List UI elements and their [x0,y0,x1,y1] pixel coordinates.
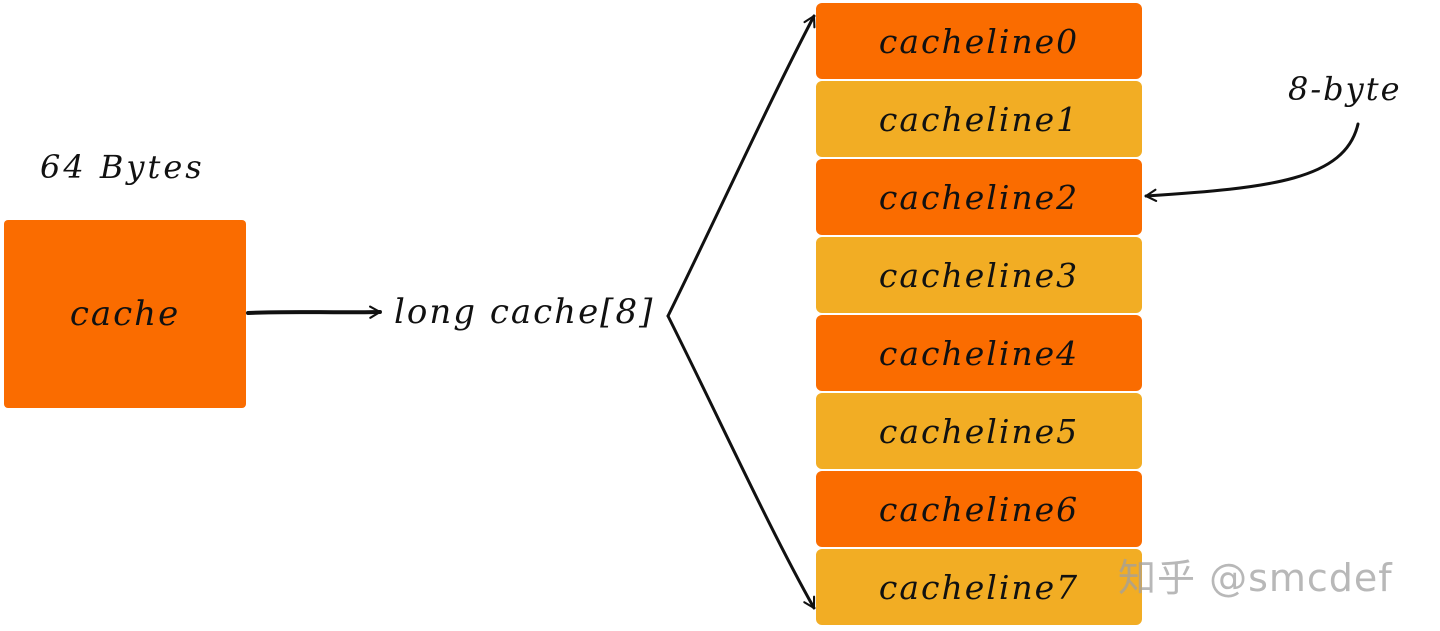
array-to-first-line-arrow [666,14,816,318]
cacheline-label: cacheline4 [878,333,1080,373]
cache-block: cache [4,220,246,408]
array-declaration-label: long cache[8] [394,292,655,332]
cache-to-array-arrow [246,305,382,319]
cacheline-row: cacheline5 [816,393,1142,469]
cacheline-row: cacheline6 [816,471,1142,547]
cacheline-label: cacheline3 [878,255,1080,295]
cacheline-label: cacheline6 [878,489,1080,529]
cacheline-row: cacheline1 [816,81,1142,157]
cacheline-label: cacheline5 [878,411,1080,451]
cacheline-row: cacheline3 [816,237,1142,313]
size-label: 64 Bytes [40,148,205,186]
array-to-last-line-arrow [666,314,816,610]
cacheline-label: cacheline1 [878,99,1080,139]
cacheline-row: cacheline0 [816,3,1142,79]
annotation-arrow [1144,122,1360,203]
cacheline-row: cacheline2 [816,159,1142,235]
cacheline-label: cacheline2 [878,177,1080,217]
cache-label: cache [69,294,181,334]
cacheline-label: cacheline0 [878,21,1080,61]
cacheline-label: cacheline7 [878,567,1080,607]
watermark: 知乎 @smcdef [1118,556,1393,600]
annotation-label: 8-byte [1288,70,1402,108]
cacheline-row: cacheline4 [816,315,1142,391]
cacheline-row: cacheline7 [816,549,1142,625]
